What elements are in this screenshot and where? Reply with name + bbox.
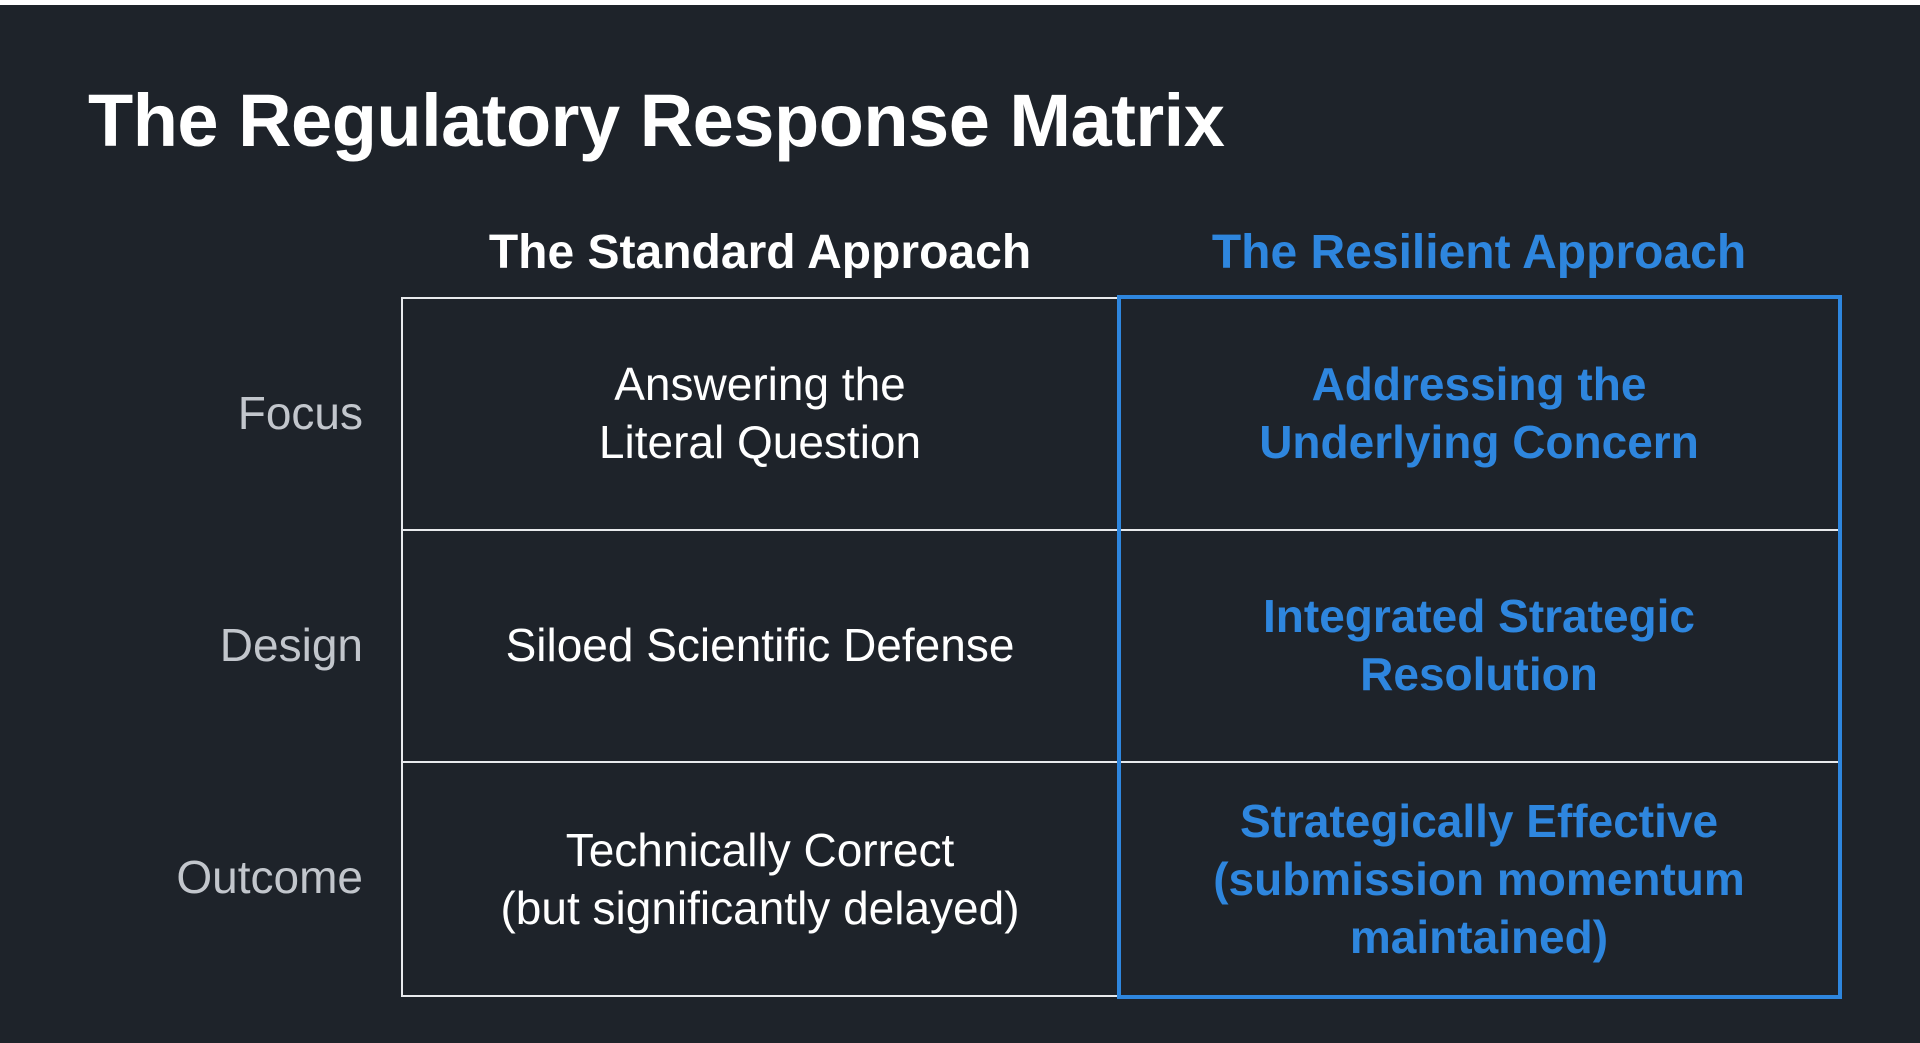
- cell-outcome-resilient: Strategically Effective (submission mome…: [1119, 761, 1839, 997]
- resilient-column-highlight: [1117, 295, 1842, 999]
- cell-line: Addressing the: [1311, 358, 1647, 410]
- cell-line: (but significantly delayed): [500, 882, 1020, 934]
- cell-line: Strategically Effective: [1239, 795, 1719, 847]
- cell-line: Siloed Scientific Defense: [505, 619, 1015, 671]
- column-header-standard: The Standard Approach: [488, 225, 1032, 279]
- cell-line: maintained): [1349, 911, 1609, 963]
- column-header-resilient: The Resilient Approach: [1211, 225, 1747, 279]
- matrix-grid: [401, 297, 1119, 997]
- cell-line: Resolution: [1360, 648, 1598, 700]
- cell-line: Integrated Strategic: [1263, 590, 1695, 642]
- cell-line: Underlying Concern: [1259, 416, 1699, 468]
- cell-design-resilient: Integrated Strategic Resolution: [1119, 529, 1839, 761]
- row-label-focus: Focus: [237, 387, 363, 439]
- cell-outcome-standard: Technically Correct (but significantly d…: [401, 761, 1119, 997]
- row-label-outcome: Outcome: [176, 851, 363, 903]
- cell-line: (submission momentum: [1213, 853, 1745, 905]
- top-border-strip: [0, 0, 1920, 5]
- cell-line: Answering the: [614, 358, 906, 410]
- cell-line: Technically Correct: [565, 824, 955, 876]
- row-label-design: Design: [219, 619, 363, 671]
- cell-focus-resilient: Addressing the Underlying Concern: [1119, 297, 1839, 529]
- cell-focus-standard: Answering the Literal Question: [401, 297, 1119, 529]
- cell-design-standard: Siloed Scientific Defense: [401, 529, 1119, 761]
- slide-title: The Regulatory Response Matrix: [88, 79, 1225, 162]
- cell-line: Literal Question: [598, 416, 922, 468]
